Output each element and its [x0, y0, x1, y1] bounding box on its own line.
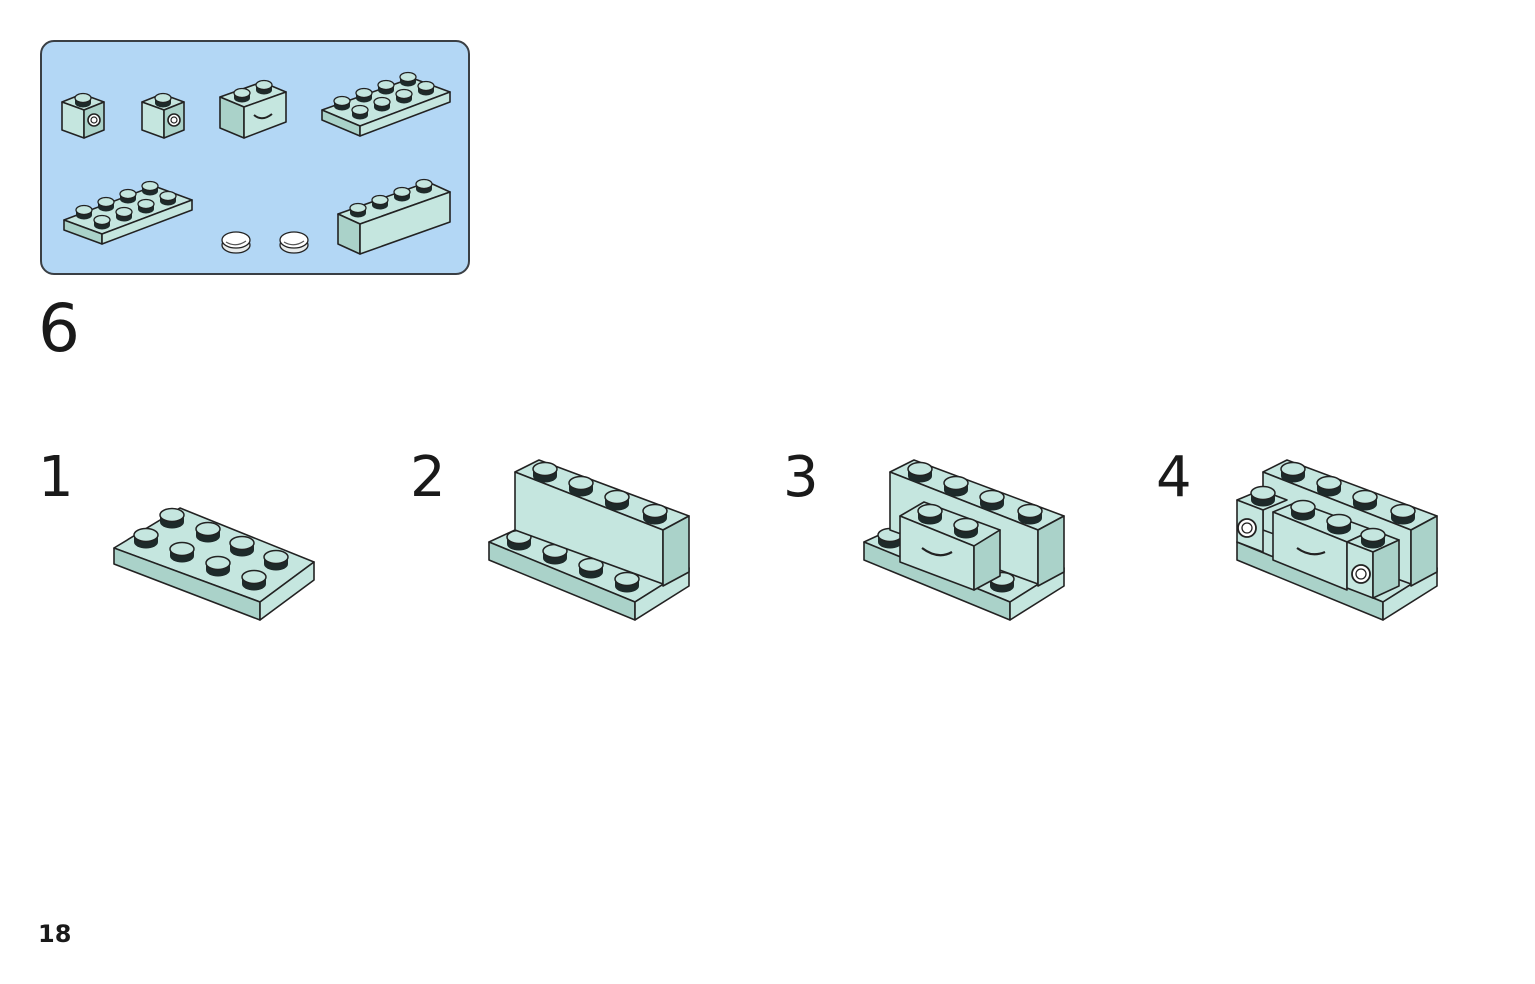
brick-1x1-side-stud-icon [61, 92, 105, 139]
substep-number-1: 1 [38, 445, 74, 510]
step-number: 6 [38, 290, 80, 367]
plate-2x4-icon [321, 71, 451, 137]
round-tile-white-icon [279, 231, 309, 254]
plate-2x4-icon [63, 180, 193, 245]
substep-4-model [1236, 459, 1438, 621]
substep-1-model [113, 507, 315, 621]
parts-panel [40, 40, 470, 275]
substep-number-3: 3 [783, 445, 819, 510]
brick-1x2-smile-icon [219, 79, 287, 139]
parts-illustration [61, 71, 451, 255]
substep-3-model [863, 459, 1065, 621]
substep-number-4: 4 [1156, 445, 1192, 510]
round-tile-white-icon [221, 231, 251, 254]
substep-number-2: 2 [410, 445, 446, 510]
page-number: 18 [38, 920, 72, 948]
brick-1x1-side-stud-icon [141, 92, 185, 139]
substep-2-model [488, 459, 690, 621]
brick-1x4-icon [337, 178, 451, 255]
